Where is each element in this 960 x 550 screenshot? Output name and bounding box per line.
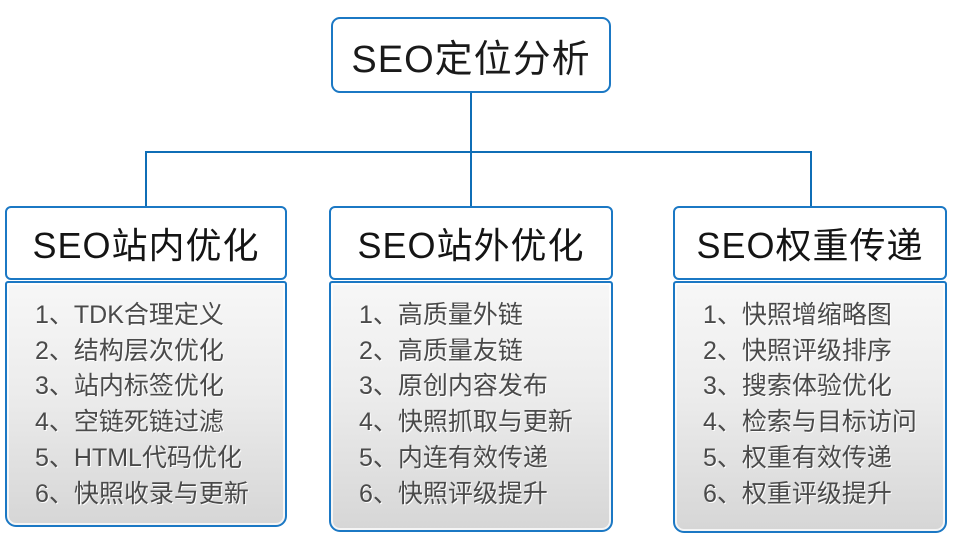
list-item: 5、权重有效传递: [703, 443, 892, 472]
column-title: SEO站内优化: [32, 225, 260, 266]
column-list-weight: 1、快照增缩略图 2、快照评级排序 3、搜索体验优化 4、检索与目标访问 5、权…: [673, 281, 947, 533]
list-item: 3、站内标签优化: [35, 372, 224, 401]
list-item: 6、快照收录与更新: [35, 479, 249, 508]
list-item: 1、高质量外链: [359, 301, 523, 329]
list-item: 1、TDK合理定义: [35, 301, 224, 329]
list-item: 3、搜索体验优化: [703, 372, 892, 401]
column-list-offsite: 1、高质量外链 2、高质量友链 3、原创内容发布 4、快照抓取与更新 5、内连有…: [329, 281, 613, 532]
list-item: 6、权重评级提升: [703, 479, 892, 508]
connector-drop-left: [145, 151, 147, 207]
column-title: SEO站外优化: [357, 225, 585, 266]
column-title: SEO权重传递: [696, 225, 924, 266]
list-item: 4、快照抓取与更新: [359, 408, 573, 437]
column-offsite-optimization: SEO站外优化 1、高质量外链 2、高质量友链 3、原创内容发布 4、快照抓取与…: [329, 206, 613, 532]
list-item: 2、高质量友链: [359, 336, 523, 365]
column-weight-transfer: SEO权重传递 1、快照增缩略图 2、快照评级排序 3、搜索体验优化 4、检索与…: [673, 206, 947, 533]
list-item: 6、快照评级提升: [359, 479, 548, 508]
list-item: 4、空链死链过滤: [35, 408, 224, 437]
list-item: 3、原创内容发布: [359, 372, 548, 401]
root-node-seo-positioning: SEO定位分析: [331, 17, 611, 93]
connector-stem: [470, 93, 472, 153]
root-node-title: SEO定位分析: [351, 38, 591, 81]
list-item: 2、快照评级排序: [703, 336, 892, 365]
list-item: 1、快照增缩略图: [703, 301, 892, 329]
list-item: 4、检索与目标访问: [703, 408, 917, 437]
connector-drop-right: [810, 151, 812, 207]
list-item: 5、HTML代码优化: [35, 443, 242, 472]
list-item: 2、结构层次优化: [35, 336, 224, 365]
column-header-offsite: SEO站外优化: [329, 206, 613, 280]
column-onsite-optimization: SEO站内优化 1、TDK合理定义 2、结构层次优化 3、站内标签优化 4、空链…: [5, 206, 287, 527]
list-item: 5、内连有效传递: [359, 443, 548, 472]
connector-drop-middle: [470, 151, 472, 207]
connector-horizontal: [145, 151, 812, 153]
column-header-onsite: SEO站内优化: [5, 206, 287, 280]
column-list-onsite: 1、TDK合理定义 2、结构层次优化 3、站内标签优化 4、空链死链过滤 5、H…: [5, 281, 287, 527]
column-header-weight: SEO权重传递: [673, 206, 947, 280]
